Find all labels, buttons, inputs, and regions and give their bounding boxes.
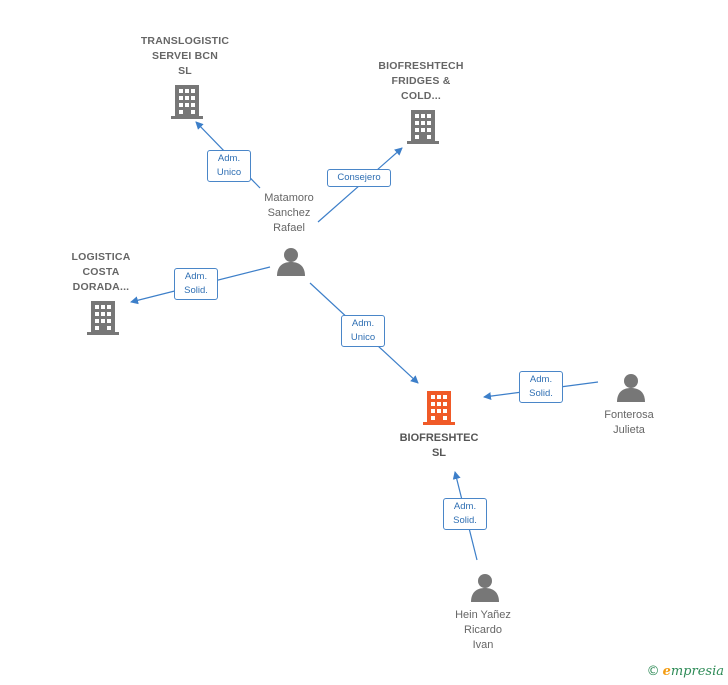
- edge-badge-adm-solid-fonterosa[interactable]: Adm. Solid.: [519, 371, 563, 403]
- edge-badge-adm-unico-translogistic[interactable]: Adm. Unico: [207, 150, 251, 182]
- person-icon[interactable]: [616, 372, 646, 402]
- company-label-translogistic[interactable]: TRANSLOGISTIC SERVEI BCN SL: [140, 35, 230, 77]
- building-icon[interactable]: [87, 301, 119, 335]
- brand-initial: e: [662, 664, 671, 679]
- edge-badge-adm-solid-logistica[interactable]: Adm. Solid.: [174, 268, 218, 300]
- person-icon[interactable]: [470, 572, 500, 602]
- building-icon-main[interactable]: [423, 391, 455, 425]
- brand-rest: mpresia: [670, 664, 724, 679]
- company-label-biofreshtech-fridges[interactable]: BIOFRESHTECH FRIDGES & COLD...: [378, 60, 464, 102]
- building-icon[interactable]: [407, 110, 439, 144]
- person-icon[interactable]: [276, 246, 306, 276]
- edge-badge-consejero[interactable]: Consejero: [327, 169, 391, 187]
- person-label-fonterosa[interactable]: Fonterosa Julieta: [604, 409, 654, 436]
- person-label-hein[interactable]: Hein Yañez Ricardo Ivan: [455, 609, 511, 651]
- copyright-symbol: ©: [646, 664, 660, 679]
- person-label-matamoro[interactable]: Matamoro Sanchez Rafael: [264, 192, 314, 234]
- building-icon[interactable]: [171, 85, 203, 119]
- company-label-logistica[interactable]: LOGISTICA COSTA DORADA...: [71, 251, 131, 293]
- edge-badge-adm-unico-biofreshtec[interactable]: Adm. Unico: [341, 315, 385, 347]
- company-label-biofreshtec[interactable]: BIOFRESHTEC SL: [399, 432, 479, 459]
- empresia-brand: ©empresia: [647, 664, 724, 679]
- edge-badge-adm-solid-hein[interactable]: Adm. Solid.: [443, 498, 487, 530]
